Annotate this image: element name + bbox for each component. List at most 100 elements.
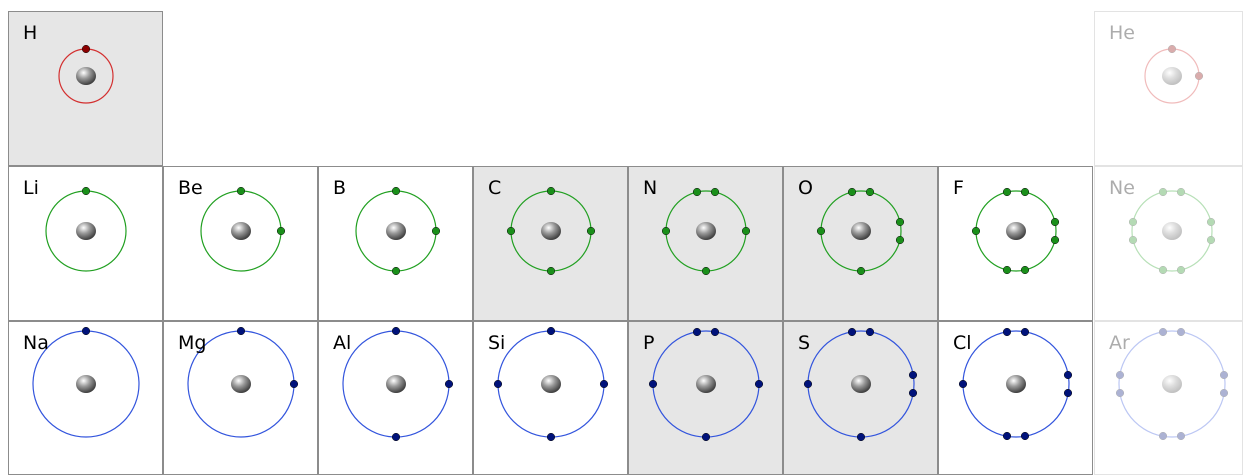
nucleus bbox=[76, 222, 96, 240]
valence-electron bbox=[1177, 188, 1185, 196]
nucleus bbox=[231, 375, 251, 393]
valence-electron bbox=[1177, 432, 1185, 440]
nucleus bbox=[696, 375, 716, 393]
element-cell-o: O bbox=[783, 166, 938, 321]
element-cell-ar: Ar bbox=[1094, 321, 1243, 475]
valence-electron bbox=[1003, 266, 1011, 274]
nucleus bbox=[851, 222, 871, 240]
valence-electron bbox=[896, 236, 904, 244]
element-symbol: Na bbox=[23, 334, 49, 353]
valence-electron bbox=[1129, 236, 1137, 244]
nucleus bbox=[696, 222, 716, 240]
element-symbol: He bbox=[1109, 24, 1135, 43]
valence-electron bbox=[1220, 371, 1228, 379]
nucleus bbox=[1162, 222, 1182, 240]
element-symbol: Cl bbox=[953, 334, 972, 353]
valence-electron bbox=[1177, 266, 1185, 274]
element-symbol: C bbox=[488, 179, 501, 198]
element-cell-be: Be bbox=[163, 166, 318, 321]
element-symbol: B bbox=[333, 179, 346, 198]
element-symbol: O bbox=[798, 179, 813, 198]
valence-electron bbox=[848, 188, 856, 196]
valence-electron bbox=[507, 227, 515, 235]
valence-electron bbox=[1021, 328, 1029, 336]
valence-electron bbox=[392, 187, 400, 195]
valence-electron bbox=[866, 188, 874, 196]
element-symbol: N bbox=[643, 179, 657, 198]
valence-electron bbox=[277, 227, 285, 235]
valence-electron bbox=[662, 227, 670, 235]
element-symbol: Mg bbox=[178, 334, 206, 353]
element-symbol: H bbox=[23, 24, 37, 43]
nucleus bbox=[541, 375, 561, 393]
valence-electron bbox=[711, 328, 719, 336]
valence-electron bbox=[972, 227, 980, 235]
valence-electron bbox=[1207, 218, 1215, 226]
nucleus bbox=[1162, 67, 1182, 85]
valence-electron bbox=[857, 267, 865, 275]
element-cell-s: S bbox=[783, 321, 938, 475]
element-cell-li: Li bbox=[8, 166, 163, 321]
valence-electron bbox=[702, 267, 710, 275]
element-cell-na: Na bbox=[8, 321, 163, 475]
element-cell-he: He bbox=[1094, 11, 1243, 166]
valence-electron bbox=[1021, 188, 1029, 196]
element-cell-p: P bbox=[628, 321, 783, 475]
nucleus bbox=[1006, 375, 1026, 393]
valence-electron bbox=[392, 327, 400, 335]
valence-electron bbox=[1116, 371, 1124, 379]
valence-electron bbox=[693, 188, 701, 196]
valence-electron bbox=[237, 187, 245, 195]
valence-electron bbox=[1220, 389, 1228, 397]
nucleus bbox=[76, 67, 96, 85]
valence-electron bbox=[432, 227, 440, 235]
valence-electron bbox=[82, 45, 90, 53]
valence-electron bbox=[1064, 371, 1072, 379]
element-symbol: Al bbox=[333, 334, 351, 353]
valence-electron bbox=[392, 433, 400, 441]
nucleus bbox=[541, 222, 561, 240]
element-cell-cl: Cl bbox=[938, 321, 1093, 475]
valence-electron bbox=[547, 327, 555, 335]
element-symbol: S bbox=[798, 334, 810, 353]
valence-electron bbox=[804, 380, 812, 388]
valence-electron bbox=[82, 187, 90, 195]
valence-electron bbox=[1116, 389, 1124, 397]
nucleus bbox=[1006, 222, 1026, 240]
element-cell-n: N bbox=[628, 166, 783, 321]
valence-electron bbox=[600, 380, 608, 388]
valence-electron bbox=[742, 227, 750, 235]
element-cell-h: H bbox=[8, 11, 163, 166]
valence-electron bbox=[290, 380, 298, 388]
nucleus bbox=[1162, 375, 1182, 393]
valence-electron bbox=[755, 380, 763, 388]
valence-electron bbox=[693, 328, 701, 336]
valence-electron bbox=[547, 433, 555, 441]
element-symbol: Li bbox=[23, 179, 39, 198]
valence-electron bbox=[1159, 266, 1167, 274]
valence-electron bbox=[82, 327, 90, 335]
valence-electron bbox=[702, 433, 710, 441]
valence-electron bbox=[848, 328, 856, 336]
valence-electron bbox=[392, 267, 400, 275]
valence-electron bbox=[1159, 432, 1167, 440]
element-cell-mg: Mg bbox=[163, 321, 318, 475]
element-symbol: Ne bbox=[1109, 179, 1135, 198]
nucleus bbox=[76, 375, 96, 393]
element-cell-al: Al bbox=[318, 321, 473, 475]
valence-electron bbox=[896, 218, 904, 226]
element-symbol: Ar bbox=[1109, 334, 1130, 353]
valence-electron bbox=[445, 380, 453, 388]
valence-electron bbox=[1195, 72, 1203, 80]
element-symbol: P bbox=[643, 334, 654, 353]
valence-electron bbox=[587, 227, 595, 235]
nucleus bbox=[851, 375, 871, 393]
element-cell-si: Si bbox=[473, 321, 628, 475]
nucleus bbox=[231, 222, 251, 240]
element-cell-c: C bbox=[473, 166, 628, 321]
valence-electron bbox=[1064, 389, 1072, 397]
valence-electron bbox=[1021, 432, 1029, 440]
valence-electron bbox=[866, 328, 874, 336]
valence-electron bbox=[237, 327, 245, 335]
